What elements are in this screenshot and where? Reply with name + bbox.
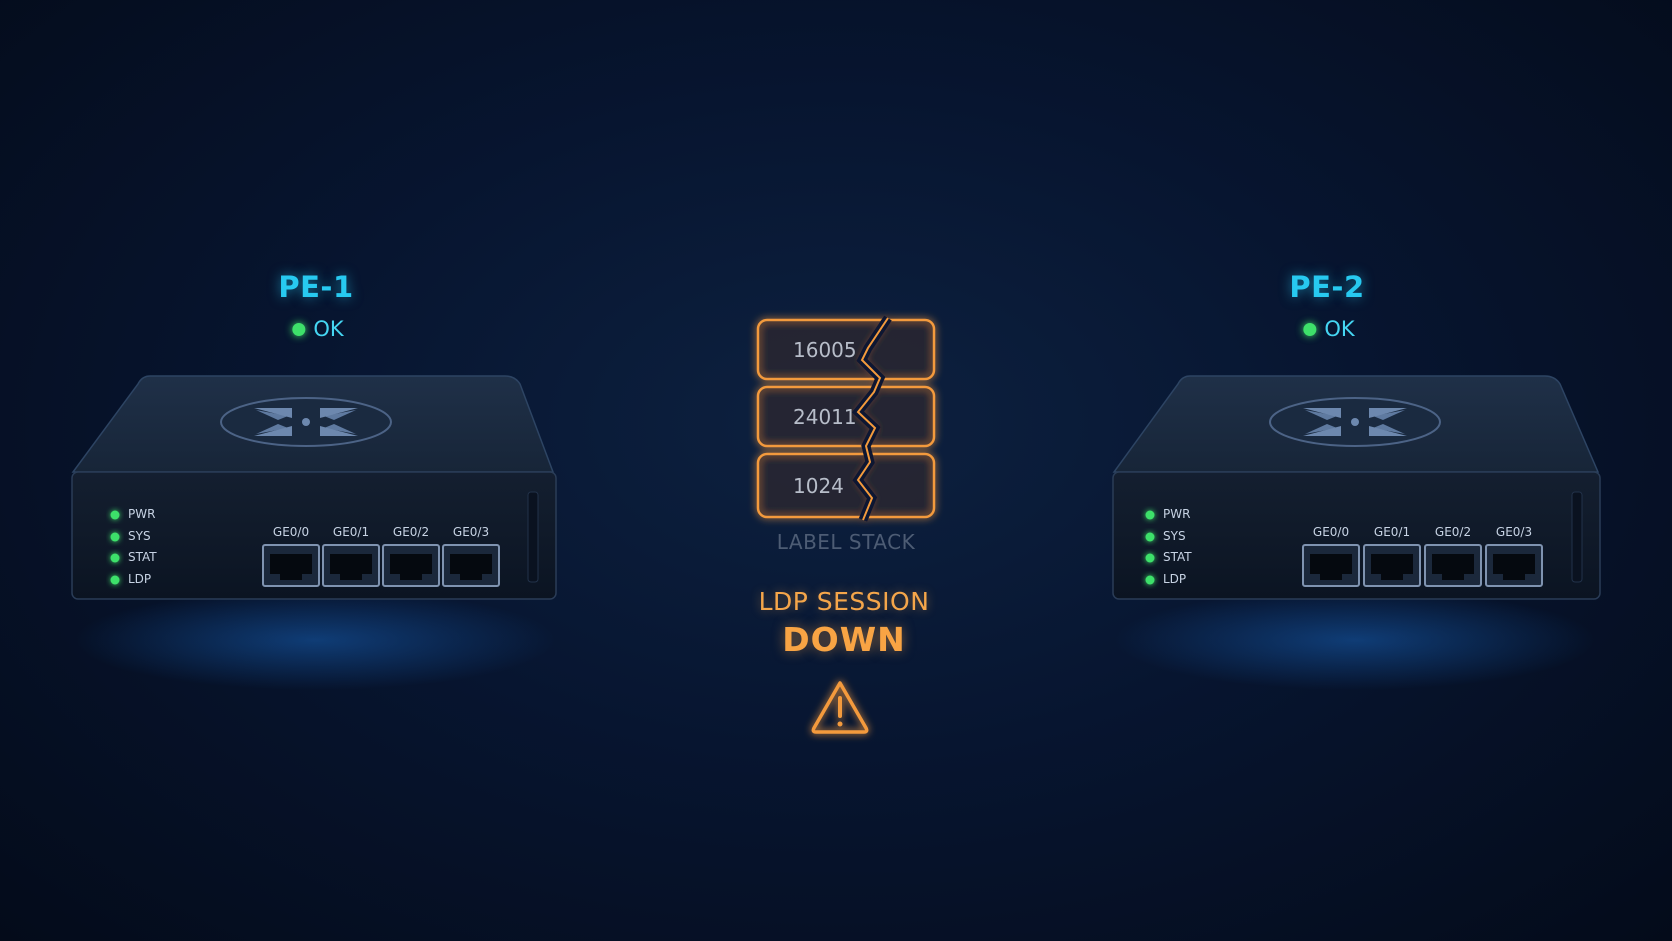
crack-edge (856, 317, 889, 521)
led-sys (1145, 532, 1155, 542)
led-label-pwr: PWR (1163, 507, 1191, 521)
router-side-slot (1571, 491, 1583, 583)
stack-label-middle: 24011 (793, 405, 857, 429)
ethernet-port-icon (1424, 544, 1482, 587)
led-pwr (1145, 510, 1155, 520)
led-ldp (1145, 575, 1155, 585)
router-status-pe1: OK (292, 317, 344, 341)
led-sys (110, 532, 120, 542)
router-status-text: OK (313, 317, 344, 341)
status-ok-dot (292, 322, 306, 336)
warning-triangle-icon (811, 681, 869, 734)
label-stack-block (756, 318, 936, 381)
ethernet-port-icon (262, 544, 320, 587)
router-status-text: OK (1324, 317, 1355, 341)
status-ok-dot (1303, 322, 1317, 336)
port-label-ge01: GE0/1 (332, 525, 370, 539)
led-label-pwr: PWR (128, 507, 156, 521)
port-label-ge00: GE0/0 (1312, 525, 1350, 539)
led-label-sys: SYS (1163, 529, 1186, 543)
port-label-ge02: GE0/2 (392, 525, 430, 539)
ethernet-port-icon (1302, 544, 1360, 587)
led-label-stat: STAT (1163, 550, 1192, 564)
led-label-sys: SYS (128, 529, 151, 543)
router-floor-glow (75, 590, 555, 690)
router-pe2-chassis (1112, 375, 1601, 600)
ethernet-port-icon (442, 544, 500, 587)
port-label-ge03: GE0/3 (452, 525, 490, 539)
port-label-ge01: GE0/1 (1373, 525, 1411, 539)
router-pe1-chassis (71, 375, 557, 600)
led-stat (110, 553, 120, 563)
stack-label-top: 16005 (793, 338, 857, 362)
led-stat (1145, 553, 1155, 563)
router-logo-icon (220, 397, 392, 447)
router-status-pe2: OK (1303, 317, 1355, 341)
label-stack-block (756, 385, 936, 448)
alert-title: LDP SESSION (758, 587, 930, 616)
port-label-ge03: GE0/3 (1495, 525, 1533, 539)
router-name-pe2: PE-2 (1289, 270, 1365, 304)
ethernet-port-icon (382, 544, 440, 587)
router-logo-icon (1269, 397, 1441, 447)
router-floor-glow (1115, 590, 1595, 690)
router-side-slot (527, 491, 539, 583)
stack-label-bottom: 1024 (793, 474, 844, 498)
led-label-ldp: LDP (1163, 572, 1187, 586)
ethernet-port-icon (322, 544, 380, 587)
alert-status: DOWN (782, 620, 906, 659)
led-pwr (110, 510, 120, 520)
ethernet-port-icon (1485, 544, 1543, 587)
ethernet-port-icon (1363, 544, 1421, 587)
label-stack-block (756, 452, 936, 519)
led-ldp (110, 575, 120, 585)
router-name-pe1: PE-1 (278, 270, 354, 304)
port-label-ge00: GE0/0 (272, 525, 310, 539)
led-label-stat: STAT (128, 550, 157, 564)
led-label-ldp: LDP (128, 572, 152, 586)
port-label-ge02: GE0/2 (1434, 525, 1472, 539)
label-stack (756, 315, 936, 522)
label-stack-caption: LABEL STACK (776, 530, 916, 554)
